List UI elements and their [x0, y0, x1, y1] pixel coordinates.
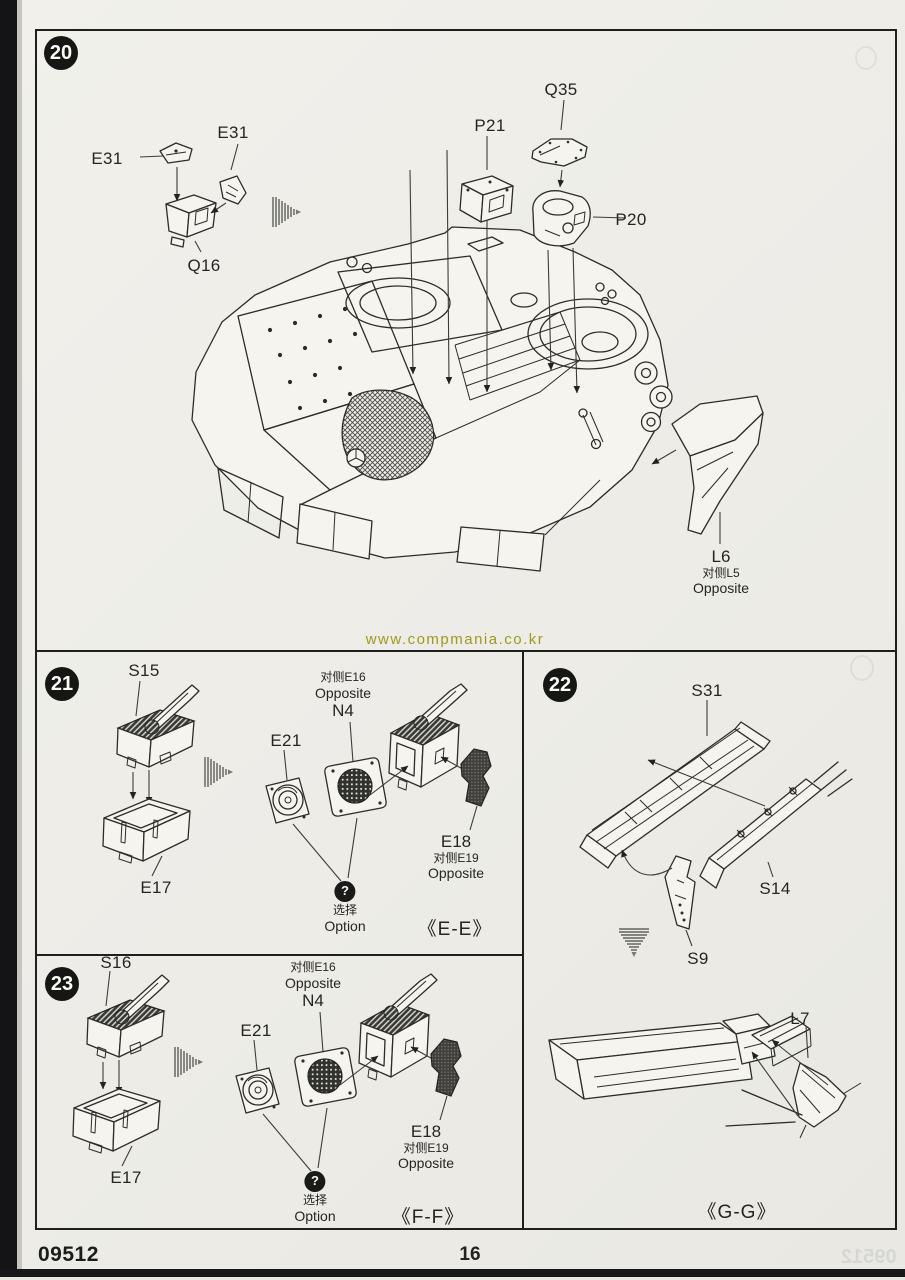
part-label-e31-left: E31 — [91, 149, 123, 168]
part-label-e18: E18 — [440, 832, 472, 851]
part-label-n4: N4 — [302, 990, 324, 1010]
part-label-s31: S31 — [691, 681, 723, 700]
kit-number: 09512 — [38, 1243, 99, 1266]
divider-vertical — [522, 650, 524, 1230]
step-number-badge: 20 — [44, 36, 78, 70]
option-block: ? 选择 Option — [294, 1171, 336, 1224]
part-label-q16: Q16 — [187, 256, 221, 275]
question-mark-icon: ? — [304, 1171, 326, 1192]
part-label-e21: E21 — [270, 731, 302, 750]
part-label-p21: P21 — [474, 116, 506, 135]
step-number-badge: 21 — [45, 667, 79, 701]
watermark-url: www.compmania.co.kr — [365, 631, 545, 648]
option-label-en: Option — [294, 1207, 336, 1224]
part-label-q35: Q35 — [544, 80, 578, 99]
divider-horizontal-left — [35, 954, 524, 956]
part-label-n4-opposite-cn: 对侧E16 — [320, 670, 366, 684]
scan-edge-bottom-light — [0, 1277, 905, 1280]
question-mark-icon: ? — [334, 881, 356, 902]
part-label-l6-opposite-cn: 对侧L5 — [702, 565, 740, 580]
part-label-s15: S15 — [128, 661, 160, 680]
part-label-l7: L7 — [790, 1009, 810, 1028]
part-label-e18-opposite-cn: 对侧E19 — [403, 1140, 449, 1155]
part-label-n4-opposite-en: Opposite — [284, 974, 342, 991]
option-block: ? 选择 Option — [324, 881, 366, 934]
divider-horizontal-top — [35, 650, 897, 652]
part-label-p20: P20 — [615, 210, 647, 229]
option-label-cn: 选择 — [332, 903, 357, 917]
part-label-e21: E21 — [240, 1021, 272, 1040]
part-label-e18-block: E18 对侧E19 Opposite — [398, 1122, 454, 1171]
part-label-n4-opposite-cn: 对侧E16 — [290, 960, 336, 974]
part-label-n4-block: 对侧E16 Opposite N4 — [284, 960, 342, 1010]
option-label-cn: 选择 — [302, 1193, 327, 1207]
step-number-badge: 23 — [45, 967, 79, 1001]
part-label-l6-opposite-en: Opposite — [692, 580, 750, 597]
part-label-l6-block: L6 对侧L5 Opposite — [693, 547, 749, 596]
part-label-l6: L6 — [711, 547, 731, 566]
part-label-n4-block: 对侧E16 Opposite N4 — [314, 670, 372, 720]
part-label-e18-opposite-en: Opposite — [427, 865, 485, 882]
part-label-e18-opposite-cn: 对侧E19 — [433, 850, 479, 865]
part-label-s16: S16 — [100, 953, 132, 972]
part-label-e17: E17 — [110, 1168, 142, 1187]
scan-edge-left-shadow — [17, 0, 22, 1280]
section-label-ff: 《F-F》 — [391, 1207, 465, 1228]
option-label-en: Option — [324, 917, 366, 934]
part-label-n4: N4 — [332, 700, 354, 720]
part-label-n4-opposite-en: Opposite — [314, 684, 372, 701]
scan-edge-left — [0, 0, 17, 1280]
step-number-badge: 22 — [543, 668, 577, 702]
scan-edge-bottom — [0, 1269, 905, 1277]
section-label-gg: 《G-G》 — [697, 1202, 777, 1223]
section-label-ee: 《E-E》 — [417, 919, 493, 940]
part-label-s14: S14 — [759, 879, 791, 898]
part-label-e17: E17 — [140, 878, 172, 897]
page-number: 16 — [459, 1244, 481, 1265]
ghost-kit-number: 09512 — [841, 1246, 897, 1268]
part-label-e31-right: E31 — [217, 123, 249, 142]
part-label-e18-block: E18 对侧E19 Opposite — [428, 832, 484, 881]
content-frame — [35, 29, 897, 1230]
part-label-e18-opposite-en: Opposite — [397, 1155, 455, 1172]
part-label-e18: E18 — [410, 1122, 442, 1141]
part-label-s9: S9 — [687, 949, 709, 968]
